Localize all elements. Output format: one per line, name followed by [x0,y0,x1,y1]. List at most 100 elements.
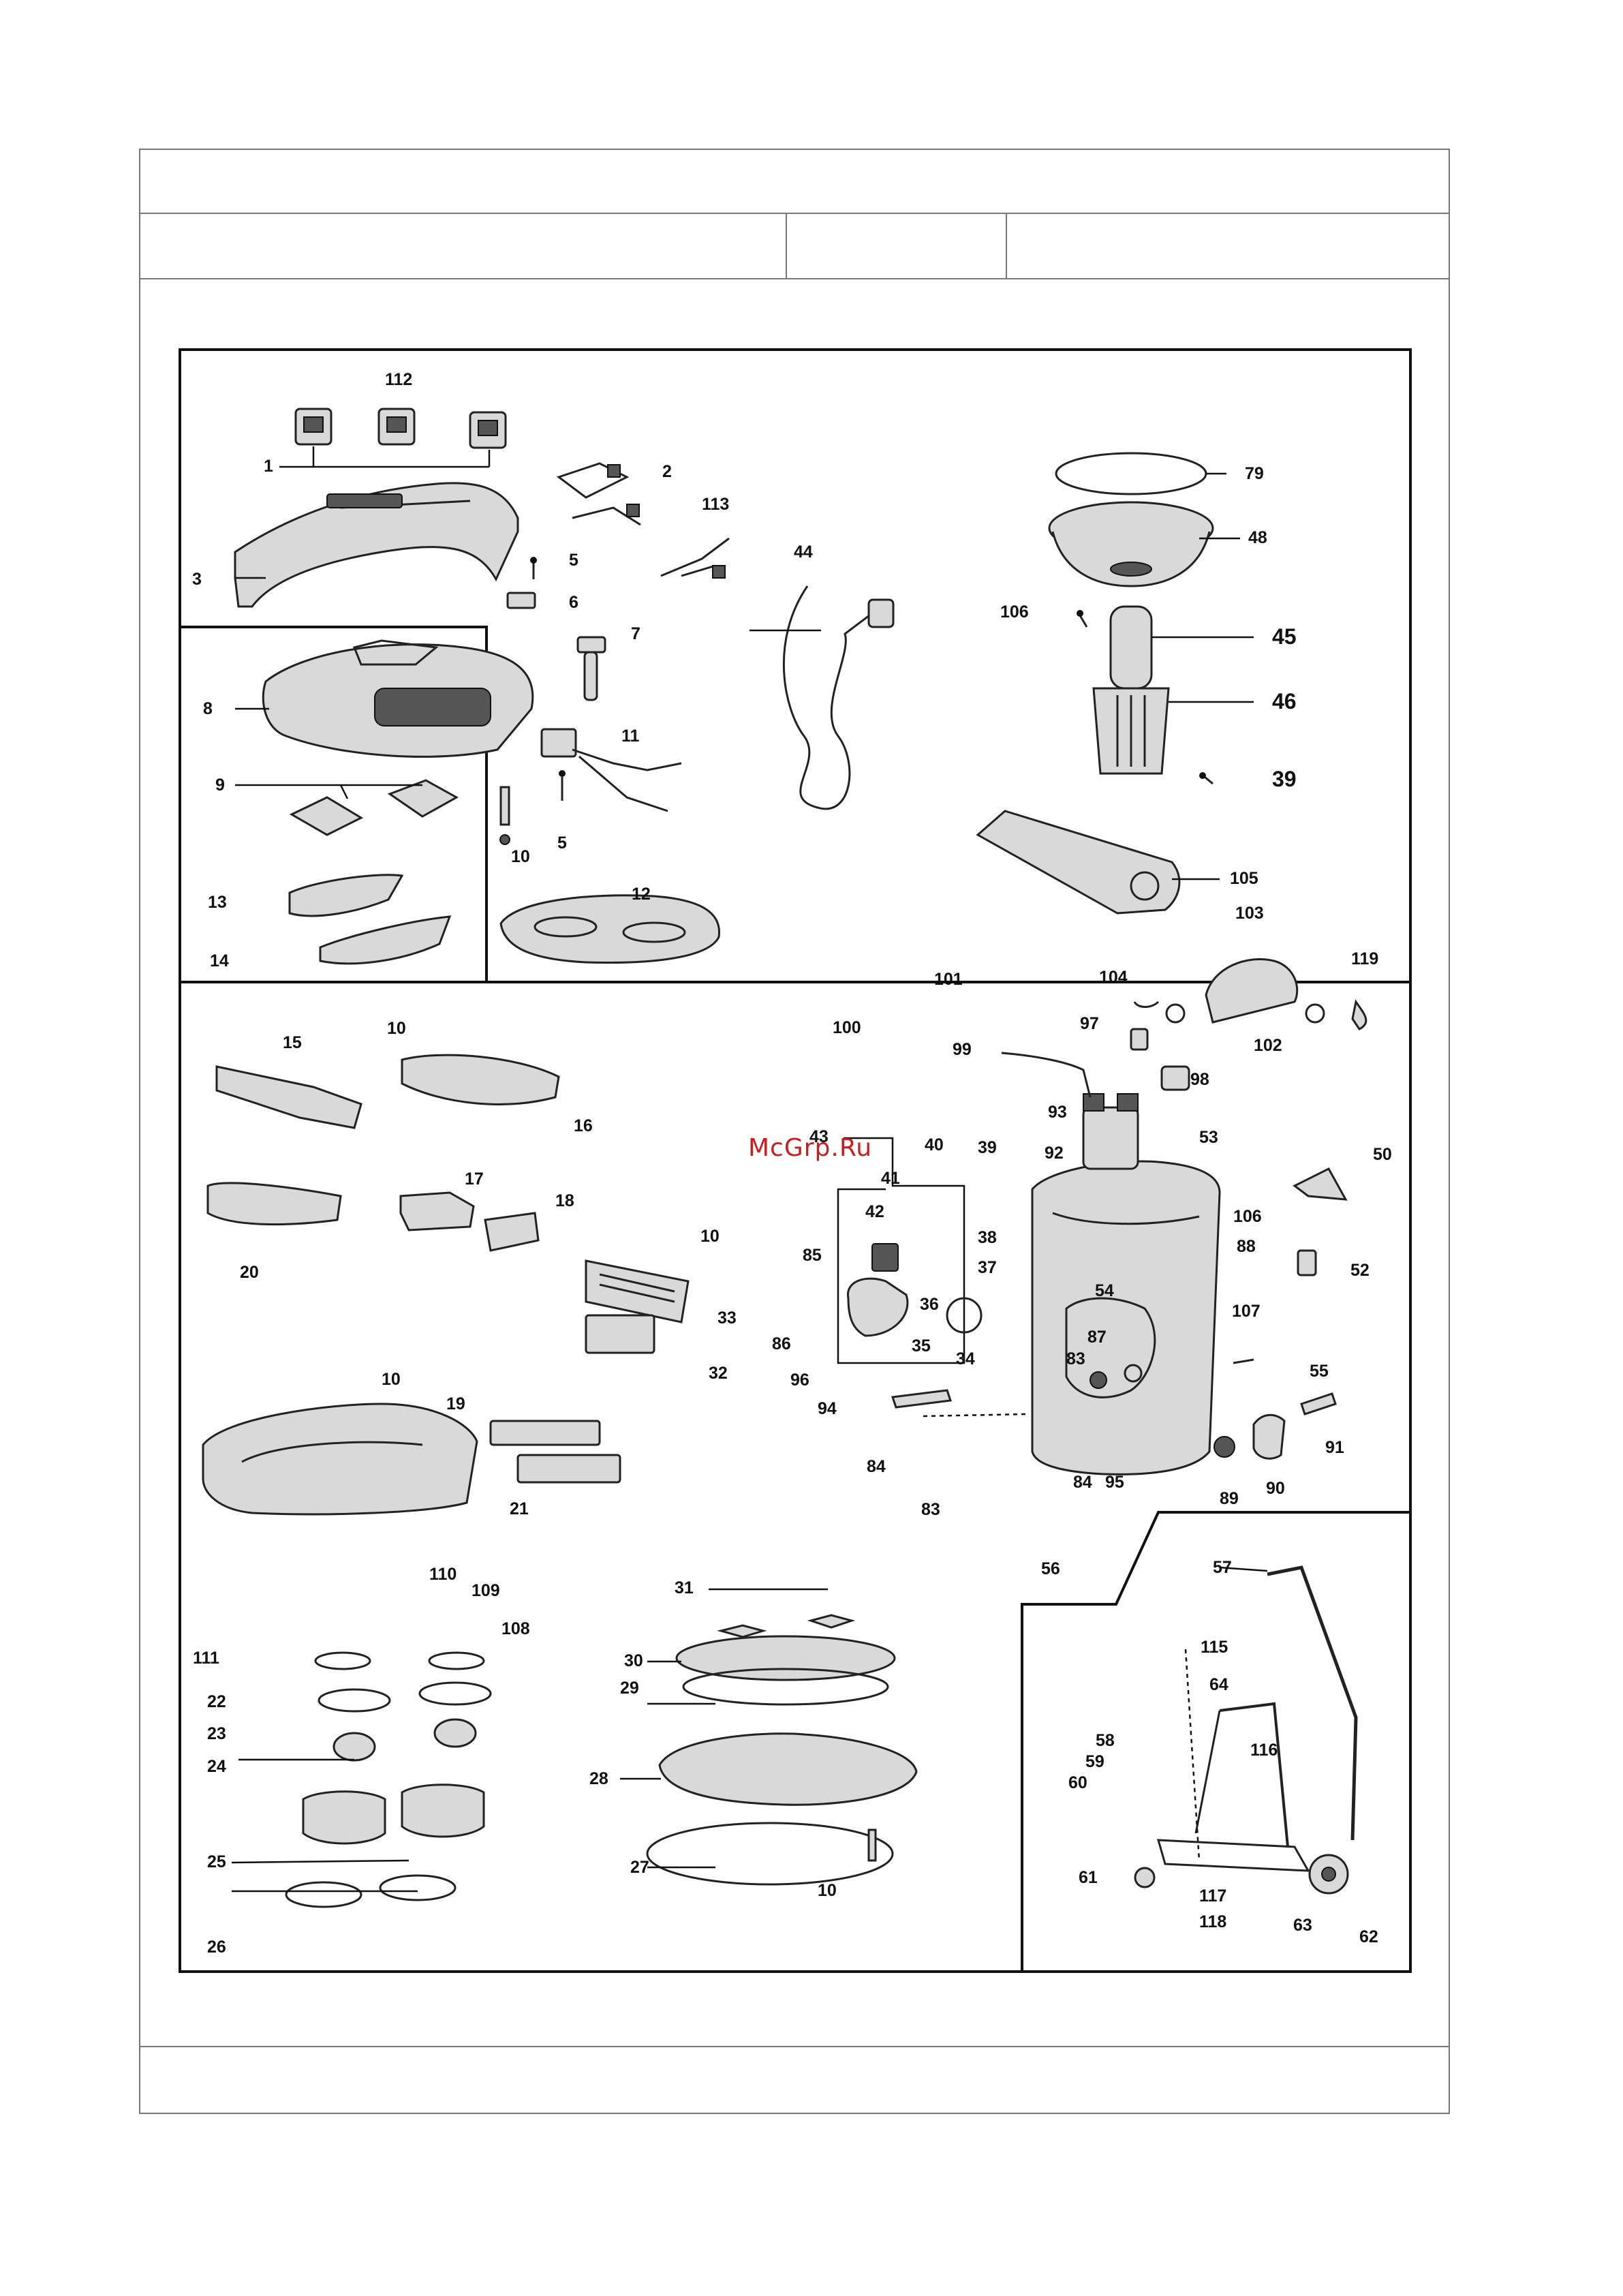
callout-27: 27 [630,1858,649,1877]
callout-85: 85 [803,1246,822,1265]
callout-45: 45 [1272,624,1297,649]
callout-83a: 83 [1066,1349,1085,1368]
filter-assembly [976,452,1214,915]
header-cell-divider-2 [1006,213,1007,278]
callout-32: 32 [709,1364,728,1383]
callout-10b: 10 [387,1019,406,1038]
callout-100: 100 [833,1018,861,1037]
callout-98: 98 [1190,1070,1209,1089]
callout-50: 50 [1373,1145,1392,1164]
callout-23: 23 [207,1724,226,1743]
wire-harness [556,462,641,526]
hose-parts [1130,958,1367,1091]
callout-55: 55 [1310,1362,1329,1381]
callout-105: 105 [1230,869,1258,888]
callout-18: 18 [555,1191,574,1210]
callout-94: 94 [818,1399,837,1418]
motor-cover [262,639,534,758]
callout-61: 61 [1079,1868,1098,1887]
mounting-plate [499,894,721,964]
callout-3: 3 [192,570,202,589]
callout-99: 99 [953,1040,972,1059]
callout-13: 13 [208,893,227,912]
callout-111: 111 [193,1649,219,1668]
callout-84b: 84 [1073,1473,1092,1492]
leader-lines [231,472,1268,1893]
callout-86: 86 [772,1334,791,1353]
callout-113: 113 [702,495,730,514]
callout-95: 95 [1105,1473,1124,1492]
callout-2: 2 [662,462,672,481]
callout-107: 107 [1232,1302,1261,1321]
callout-58: 58 [1096,1731,1115,1750]
callout-11: 11 [621,726,640,746]
callout-12: 12 [632,885,651,904]
callout-52: 52 [1350,1261,1370,1280]
callout-102: 102 [1254,1036,1282,1055]
header-row-divider [139,278,1450,279]
callout-87: 87 [1087,1328,1107,1347]
header-cell-divider-1 [786,213,787,278]
callout-119: 119 [1351,949,1379,968]
callout-112: 112 [385,370,413,389]
callout-62: 62 [1359,1927,1378,1946]
support-brackets [206,1054,560,1252]
callout-92: 92 [1045,1144,1064,1163]
callout-57: 57 [1213,1558,1232,1577]
callout-64: 64 [1209,1675,1228,1694]
exhaust-grilles [585,1259,690,1354]
callout-39a: 39 [1272,767,1297,791]
callout-83b: 83 [921,1500,940,1519]
callout-110: 110 [429,1565,457,1584]
callout-101: 101 [934,970,963,989]
rocker-switches [279,408,507,468]
bracket-strip [891,1389,1026,1418]
callout-33: 33 [717,1308,737,1328]
tank-body [1031,1160,1221,1475]
callout-6: 6 [569,593,578,612]
callout-53: 53 [1199,1128,1218,1147]
callout-90: 90 [1266,1479,1285,1498]
motor-stack [285,1651,492,1908]
handle-cover [234,482,519,608]
callout-106a: 106 [1000,602,1029,622]
callout-60: 60 [1068,1773,1087,1792]
title-block-frame [139,149,1450,2114]
callout-97: 97 [1080,1014,1099,1033]
callout-108: 108 [501,1619,530,1638]
watermark-text: McGrp.Ru [748,1134,873,1162]
foam-filters [235,779,459,836]
callout-10e: 10 [818,1881,837,1900]
callout-20: 20 [240,1263,259,1282]
callout-59: 59 [1085,1752,1104,1771]
callout-104: 104 [1099,968,1128,987]
callout-25: 25 [207,1852,226,1871]
gasket-plates [288,874,452,965]
callout-26: 26 [207,1938,226,1957]
callout-48: 48 [1248,528,1267,547]
callout-21: 21 [510,1499,529,1518]
callout-88: 88 [1237,1237,1256,1256]
callout-117: 117 [1199,1886,1227,1905]
callout-41: 41 [881,1169,900,1188]
callout-38: 38 [978,1228,997,1247]
callout-44: 44 [794,542,813,562]
callout-79: 79 [1245,464,1264,483]
control-module-group [837,1137,983,1364]
callout-22: 22 [207,1692,226,1711]
callout-103: 103 [1235,904,1264,923]
power-cord [782,585,895,810]
callout-9: 9 [215,776,225,795]
callout-5b: 5 [557,833,567,853]
callout-106b: 106 [1233,1207,1262,1226]
callout-36: 36 [920,1295,939,1314]
callout-10d: 10 [382,1370,401,1389]
screw-10-upper [499,786,510,845]
section-frames [180,626,1412,1971]
callout-43: 43 [809,1127,829,1146]
motor-base [202,1403,621,1516]
callout-91: 91 [1325,1438,1344,1457]
callout-5a: 5 [569,551,578,570]
callout-8: 8 [203,699,213,718]
